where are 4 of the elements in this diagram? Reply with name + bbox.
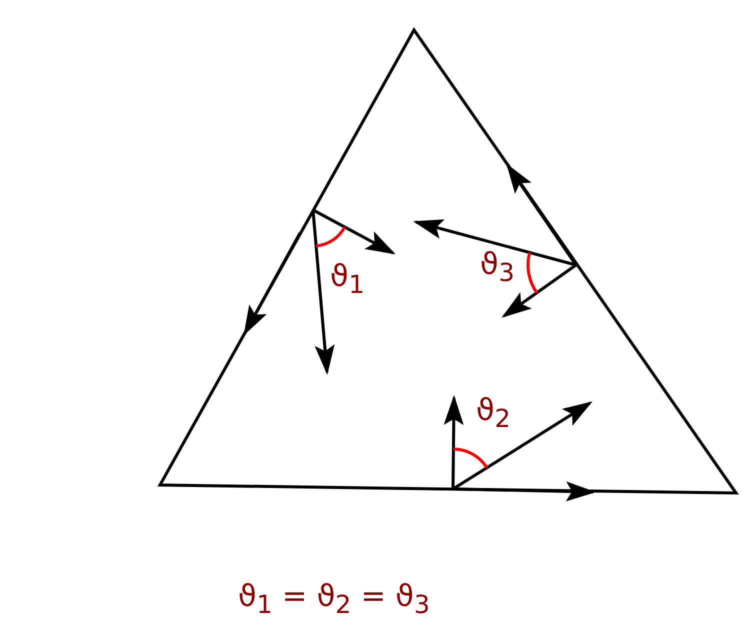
angle-label: ϑ$_{2}$: [476, 396, 510, 431]
angle-label: ϑ$_{1}$: [330, 262, 364, 297]
angle-label: ϑ$_{3}$: [480, 250, 514, 285]
equation: ϑ$_{1}$ = ϑ$_{2}$ = ϑ$_{3}$: [238, 582, 430, 617]
